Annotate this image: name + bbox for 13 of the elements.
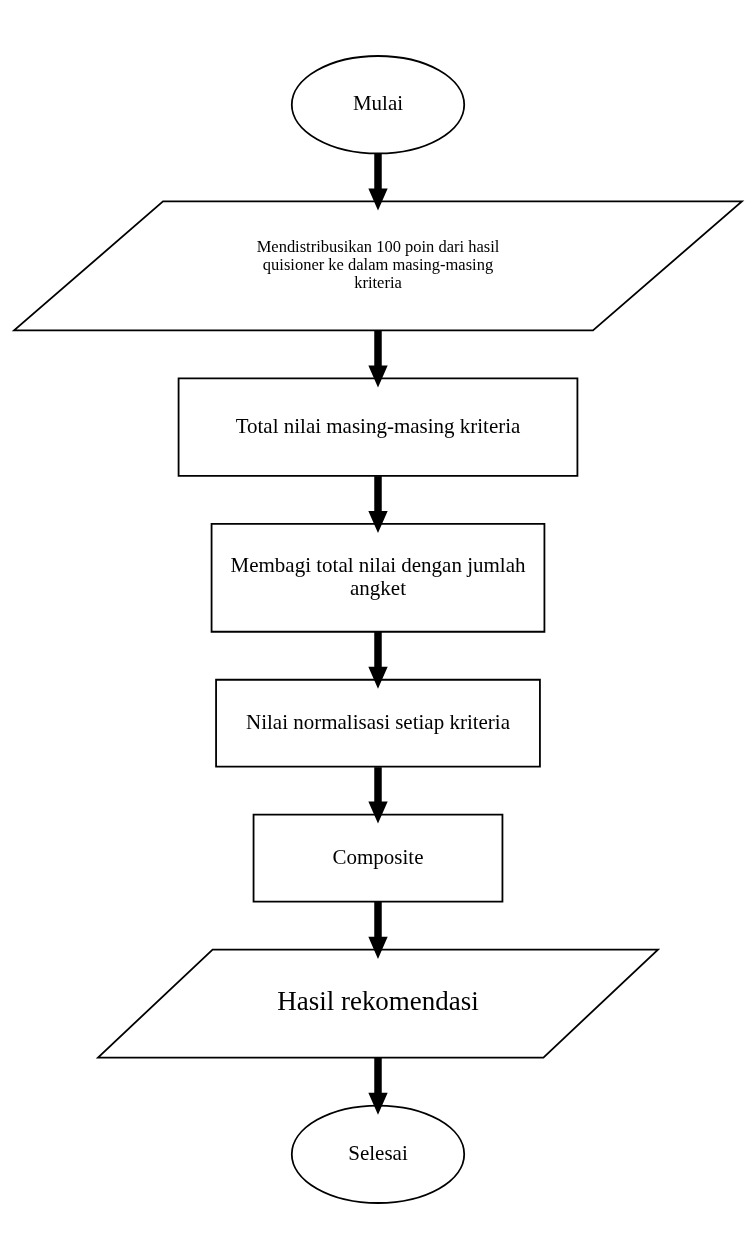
arrow (368, 330, 388, 388)
arrow (368, 1057, 388, 1115)
node-box: Membagi total nilai dengan jumlah angket (210, 522, 546, 633)
arrow (368, 475, 388, 533)
node-box: Composite (252, 813, 504, 903)
node-box: Nilai normalisasi setiap kriteria (215, 678, 541, 768)
arrow (368, 901, 388, 959)
arrow (368, 631, 388, 689)
arrow (368, 153, 388, 211)
node-ellipse: Selesai (290, 1104, 466, 1204)
arrow (368, 766, 388, 824)
node-ellipse: Mulai (290, 54, 466, 154)
node-box: Total nilai masing-masing kriteria (177, 376, 579, 477)
